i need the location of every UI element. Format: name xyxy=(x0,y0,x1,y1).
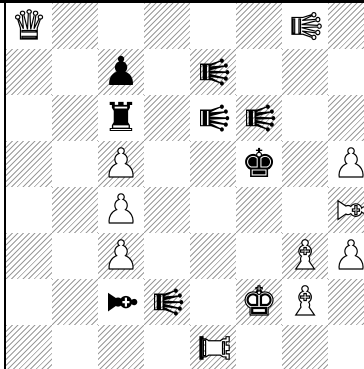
square-b2[interactable] xyxy=(52,279,98,325)
square-f7[interactable] xyxy=(236,49,282,95)
square-d4[interactable] xyxy=(144,187,190,233)
chess-board: ♛♛♟♛♜♛♛♟♚♟♟♝♟♝♟♝♛♚♝♜ xyxy=(6,3,364,369)
white-pawn-h3[interactable]: ♟ xyxy=(328,233,364,279)
square-d5[interactable] xyxy=(144,141,190,187)
square-d3[interactable] xyxy=(144,233,190,279)
white-bishop-g2[interactable]: ♝ xyxy=(282,279,328,325)
square-e4[interactable] xyxy=(190,187,236,233)
square-e3[interactable] xyxy=(190,233,236,279)
square-a3[interactable] xyxy=(6,233,52,279)
square-g6[interactable] xyxy=(282,95,328,141)
square-d6[interactable] xyxy=(144,95,190,141)
square-f3[interactable] xyxy=(236,233,282,279)
square-g4[interactable] xyxy=(282,187,328,233)
square-d1[interactable] xyxy=(144,325,190,369)
white-pawn-c5[interactable]: ♟ xyxy=(98,141,144,187)
square-a4[interactable] xyxy=(6,187,52,233)
white-rook-e1[interactable]: ♜ xyxy=(190,325,236,369)
square-b4[interactable] xyxy=(52,187,98,233)
square-g1[interactable] xyxy=(282,325,328,369)
square-g7[interactable] xyxy=(282,49,328,95)
square-f4[interactable] xyxy=(236,187,282,233)
square-e5[interactable] xyxy=(190,141,236,187)
square-h8[interactable] xyxy=(328,3,364,49)
square-e2[interactable] xyxy=(190,279,236,325)
square-h2[interactable] xyxy=(328,279,364,325)
black-queen-e6[interactable]: ♛ xyxy=(190,95,236,141)
square-f1[interactable] xyxy=(236,325,282,369)
square-a7[interactable] xyxy=(6,49,52,95)
square-h6[interactable] xyxy=(328,95,364,141)
square-h1[interactable] xyxy=(328,325,364,369)
black-queen-e7[interactable]: ♛ xyxy=(190,49,236,95)
square-b1[interactable] xyxy=(52,325,98,369)
white-pawn-c3[interactable]: ♟ xyxy=(98,233,144,279)
black-rook-c6[interactable]: ♜ xyxy=(98,95,144,141)
square-f8[interactable] xyxy=(236,3,282,49)
black-queen-f6[interactable]: ♛ xyxy=(236,95,282,141)
white-queen-a8[interactable]: ♛ xyxy=(6,3,52,49)
white-bishop-h4[interactable]: ♝ xyxy=(328,187,364,233)
square-d8[interactable] xyxy=(144,3,190,49)
square-b7[interactable] xyxy=(52,49,98,95)
square-b5[interactable] xyxy=(52,141,98,187)
white-bishop-g3[interactable]: ♝ xyxy=(282,233,328,279)
white-king-f2[interactable]: ♚ xyxy=(236,279,282,325)
square-a1[interactable] xyxy=(6,325,52,369)
black-queen-d2[interactable]: ♛ xyxy=(144,279,190,325)
square-b6[interactable] xyxy=(52,95,98,141)
square-g5[interactable] xyxy=(282,141,328,187)
square-c1[interactable] xyxy=(98,325,144,369)
black-king-f5[interactable]: ♚ xyxy=(236,141,282,187)
square-d7[interactable] xyxy=(144,49,190,95)
square-b3[interactable] xyxy=(52,233,98,279)
square-a2[interactable] xyxy=(6,279,52,325)
square-a5[interactable] xyxy=(6,141,52,187)
black-pawn-c7[interactable]: ♟ xyxy=(98,49,144,95)
black-bishop-c2[interactable]: ♝ xyxy=(98,279,144,325)
square-h7[interactable] xyxy=(328,49,364,95)
square-a6[interactable] xyxy=(6,95,52,141)
square-e8[interactable] xyxy=(190,3,236,49)
square-b8[interactable] xyxy=(52,3,98,49)
white-pawn-h5[interactable]: ♟ xyxy=(328,141,364,187)
white-pawn-c4[interactable]: ♟ xyxy=(98,187,144,233)
square-c8[interactable] xyxy=(98,3,144,49)
white-queen-g8[interactable]: ♛ xyxy=(282,3,328,49)
